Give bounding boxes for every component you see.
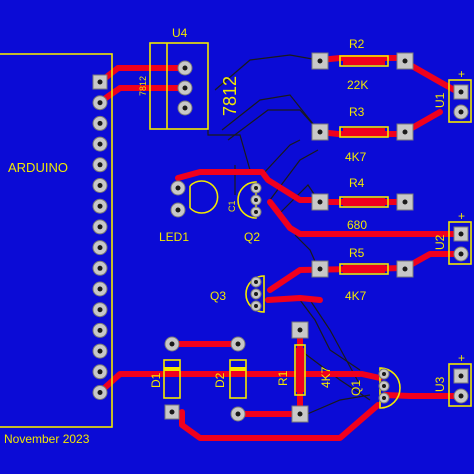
- u1-plus: +: [458, 67, 465, 81]
- r5-value: 4K7: [345, 289, 367, 303]
- arduino-pin-hole: [97, 162, 103, 168]
- u3-plus: +: [458, 351, 465, 365]
- arduino-pin-hole: [97, 183, 103, 188]
- transistor-q1: Q1: [349, 367, 401, 409]
- arduino-pin-hole: [97, 141, 103, 147]
- connector-u2: + U2: [433, 209, 472, 265]
- r3-value: 4K7: [345, 150, 367, 164]
- arduino-pin-hole: [97, 120, 103, 126]
- led1: LED1 C1: [159, 180, 237, 244]
- transistor-q2: Q2: [237, 181, 262, 244]
- q3-ref: Q3: [210, 289, 226, 303]
- resistor-r3: R3 4K7: [311, 105, 414, 164]
- led1-mark: C1: [227, 200, 237, 212]
- r2-ref: R2: [349, 37, 365, 51]
- u2-plus: +: [458, 209, 465, 223]
- arduino-pin-hole: [97, 224, 103, 230]
- u1-ref: U1: [433, 92, 447, 108]
- r4-ref: R4: [349, 176, 365, 190]
- u2-ref: U2: [433, 234, 447, 250]
- d2-ref: D2: [213, 372, 227, 388]
- regulator-value-large: 7812: [220, 76, 240, 116]
- arduino-pin-row: [92, 74, 108, 400]
- arduino-label: ARDUINO: [8, 160, 68, 175]
- resistor-r4: R4 680: [311, 176, 414, 232]
- r3-ref: R3: [349, 105, 365, 119]
- r1-value: 4K7: [319, 366, 333, 388]
- led1-ref: LED1: [159, 230, 189, 244]
- resistor-r5: R5 4K7: [311, 246, 414, 303]
- r4-value: 680: [347, 218, 367, 232]
- d1-ref: D1: [149, 372, 163, 388]
- r5-ref: R5: [349, 246, 365, 260]
- arduino-pin-hole: [97, 286, 103, 292]
- diode-d1: D1: [149, 336, 181, 420]
- u3-ref: U3: [433, 376, 447, 392]
- q2-ref: Q2: [244, 230, 260, 244]
- arduino-pin-hole: [97, 390, 103, 395]
- diode-d2: D2: [213, 336, 247, 422]
- regulator-outline: [149, 42, 209, 130]
- arduino-pin-hole: [97, 327, 103, 333]
- arduino-pin-hole: [97, 348, 103, 354]
- connector-u3: + U3: [433, 351, 472, 407]
- arduino-header: ARDUINO: [0, 53, 113, 428]
- q1-ref: Q1: [349, 380, 363, 396]
- footer-date: November 2023: [4, 432, 90, 446]
- arduino-pin-hole: [97, 307, 103, 313]
- resistor-r1: R1 4K7: [276, 321, 333, 423]
- arduino-pin-hole: [97, 245, 103, 251]
- resistor-r2: R2 22K: [311, 37, 414, 92]
- arduino-pin-hole: [97, 203, 103, 209]
- arduino-pin-hole: [97, 79, 103, 85]
- arduino-pin-hole: [97, 100, 103, 106]
- regulator-u4: U4 7812 7812: [138, 26, 240, 130]
- connector-u1: + U1: [433, 67, 472, 123]
- r2-value: 22K: [347, 78, 368, 92]
- arduino-outline: [0, 53, 113, 428]
- regulator-value-small: 7812: [138, 76, 148, 96]
- arduino-pin-hole: [97, 369, 103, 375]
- transistor-q3: Q3: [210, 275, 265, 313]
- r1-ref: R1: [276, 370, 290, 386]
- regulator-ref: U4: [172, 26, 188, 40]
- arduino-pin-hole: [97, 265, 103, 271]
